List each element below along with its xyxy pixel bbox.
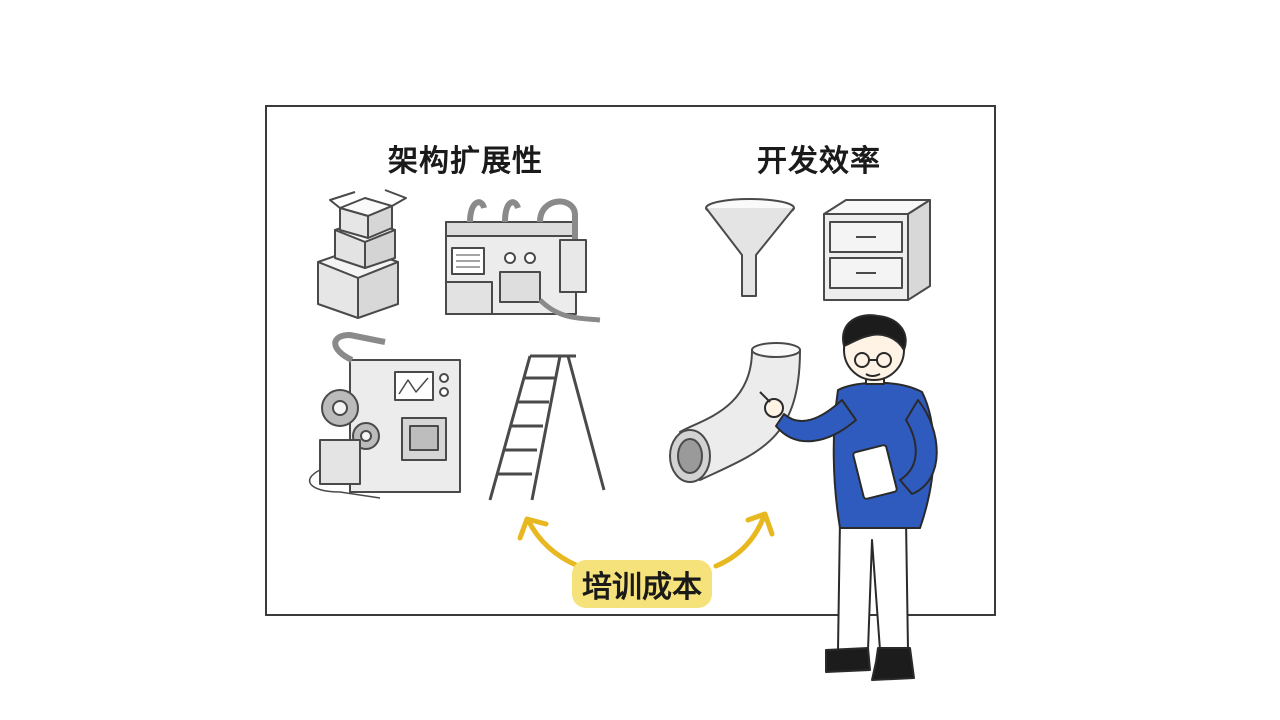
heading-efficiency: 开发效率 bbox=[757, 144, 881, 179]
gear-machine-icon bbox=[308, 332, 461, 499]
arrow-icons bbox=[517, 511, 775, 569]
presenter-person-icon bbox=[759, 314, 938, 681]
machine-icon bbox=[445, 198, 601, 323]
funnel-icon bbox=[705, 198, 795, 297]
training-cost-label: 培训成本 bbox=[572, 560, 712, 608]
boxes-icon bbox=[317, 189, 407, 319]
heading-scalability: 架构扩展性 bbox=[388, 144, 543, 179]
drawer-cabinet-icon bbox=[823, 199, 931, 301]
pipe-elbow-icon bbox=[669, 342, 801, 483]
ladder-icon bbox=[488, 354, 606, 501]
